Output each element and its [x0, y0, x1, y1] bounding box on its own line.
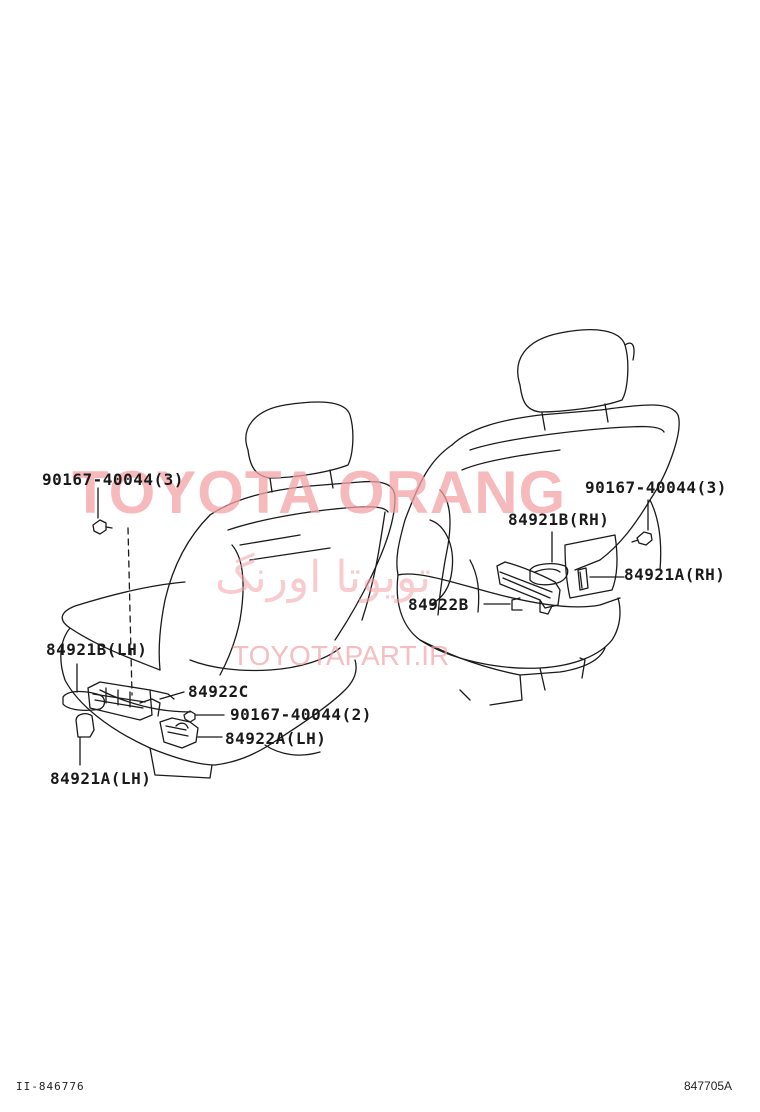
left-seat-drawing	[60, 401, 396, 779]
label-84921b-rh: 84921B(RH)	[508, 510, 610, 529]
right-seat-drawing	[396, 329, 680, 706]
lh-parts-drawing	[62, 487, 225, 766]
watermark-brand: TOYOTA ORANG	[72, 459, 567, 526]
label-bolt-rh: 90167-40044(3)	[585, 478, 727, 497]
label-84921b-lh: 84921B(LH)	[46, 640, 148, 659]
watermark-persian: تویوتا اورنگ	[215, 552, 431, 603]
watermark-url: TOYOTAPART.IR	[232, 640, 450, 671]
footer-left-code: II-846776	[16, 1080, 85, 1093]
rh-parts-drawing	[483, 499, 653, 615]
label-84921a-rh: 84921A(RH)	[624, 565, 726, 584]
label-84922a-lh: 84922A(LH)	[225, 729, 327, 748]
label-84921a-lh: 84921A(LH)	[50, 769, 152, 788]
label-84922c: 84922C	[188, 682, 249, 701]
footer-right-code: 847705A	[684, 1079, 733, 1093]
label-screw-lh: 90167-40044(2)	[230, 705, 372, 724]
label-bolt-lh: 90167-40044(3)	[42, 470, 184, 489]
label-84922b: 84922B	[408, 595, 469, 614]
